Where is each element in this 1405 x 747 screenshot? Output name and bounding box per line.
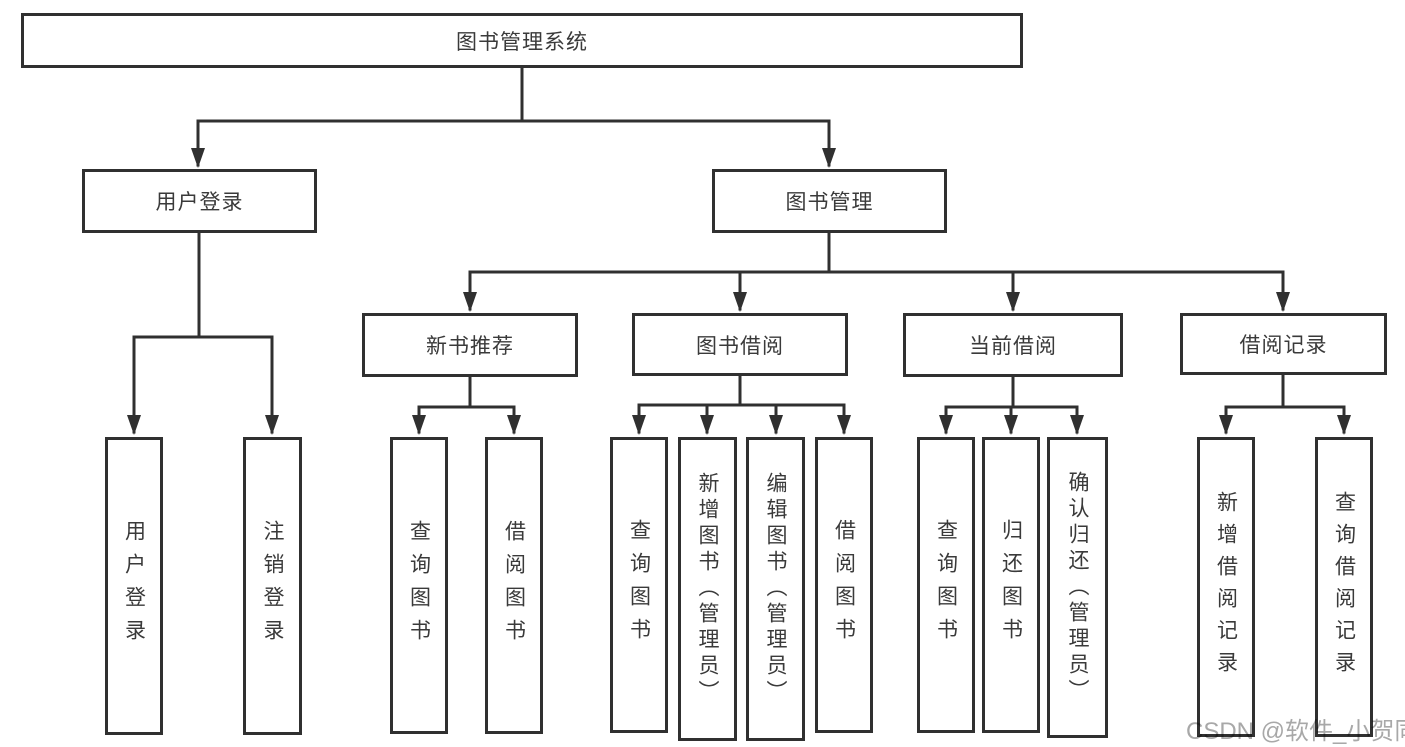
node-label-root: 图书管理系统	[456, 30, 588, 54]
node-borrow-records: 借阅记录	[1180, 313, 1387, 375]
node-leaf-borrow-book-1: 借阅图书	[485, 437, 543, 734]
node-user-login: 用户登录	[82, 169, 317, 233]
node-leaf-return-book: 归还图书	[982, 437, 1040, 733]
node-book-borrow: 图书借阅	[632, 313, 848, 376]
node-leaf-query-book-2: 查询图书	[610, 437, 668, 733]
node-label-leaf-return-book: 归还图书	[999, 519, 1023, 651]
node-leaf-add-borrow-rec: 新增借阅记录	[1197, 437, 1255, 737]
node-label-borrow-records: 借阅记录	[1239, 334, 1328, 357]
node-leaf-query-book-1: 查询图书	[390, 437, 448, 734]
node-label-leaf-query-borrow-rec: 查询借阅记录	[1332, 491, 1356, 683]
node-label-leaf-query-book-3: 查询图书	[934, 519, 958, 651]
node-label-leaf-query-book-2: 查询图书	[627, 519, 651, 651]
node-leaf-borrow-book-2: 借阅图书	[815, 437, 873, 733]
node-label-leaf-borrow-book-1: 借阅图书	[502, 519, 526, 652]
node-label-leaf-add-borrow-rec: 新增借阅记录	[1214, 491, 1238, 683]
node-new-book-rec: 新书推荐	[362, 313, 578, 377]
node-book-mgmt: 图书管理	[712, 169, 947, 233]
node-label-current-borrow: 当前借阅	[969, 335, 1057, 358]
node-root: 图书管理系统	[21, 13, 1023, 68]
node-label-new-book-rec: 新书推荐	[426, 335, 514, 358]
node-leaf-confirm-return: 确认归还（管理员）	[1047, 437, 1108, 738]
node-leaf-user-login: 用户登录	[105, 437, 163, 735]
node-leaf-logout: 注销登录	[243, 437, 302, 735]
node-label-leaf-borrow-book-2: 借阅图书	[832, 519, 856, 651]
node-leaf-query-borrow-rec: 查询借阅记录	[1315, 437, 1373, 737]
node-current-borrow: 当前借阅	[903, 313, 1123, 377]
node-label-leaf-confirm-return: 确认归还（管理员）	[1066, 470, 1089, 705]
node-leaf-add-book: 新增图书（管理员）	[678, 437, 737, 741]
node-label-leaf-user-login: 用户登录	[122, 520, 146, 652]
node-label-book-mgmt: 图书管理	[785, 191, 874, 214]
node-label-user-login: 用户登录	[155, 191, 244, 214]
node-leaf-edit-book: 编辑图书（管理员）	[746, 437, 805, 741]
node-label-leaf-query-book-1: 查询图书	[407, 519, 431, 652]
node-leaf-query-book-3: 查询图书	[917, 437, 975, 733]
node-label-book-borrow: 图书借阅	[696, 334, 784, 358]
node-label-leaf-edit-book: 编辑图书（管理员）	[764, 472, 787, 706]
node-label-leaf-add-book: 新增图书（管理员）	[696, 472, 719, 706]
node-label-leaf-logout: 注销登录	[261, 520, 284, 652]
